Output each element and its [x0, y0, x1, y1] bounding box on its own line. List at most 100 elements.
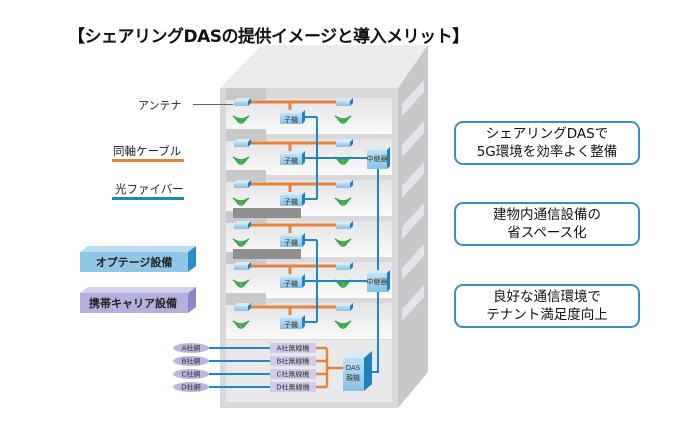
- antenna-wave: [336, 199, 350, 204]
- carrier-network-label: A社網: [182, 344, 201, 353]
- carrier-block-label: 携帯キャリア設備: [89, 297, 177, 310]
- side-window: [402, 162, 424, 198]
- shaft-block: [233, 249, 301, 259]
- carrier-network: [173, 369, 209, 379]
- legend-coax-line: [112, 159, 184, 162]
- slave-unit-label: 子機: [284, 279, 298, 288]
- antenna-wave: [232, 156, 250, 161]
- antenna-unit: [336, 180, 353, 188]
- shaft-block: [233, 208, 301, 218]
- merit-line: 良好な通信環境で: [493, 289, 601, 305]
- radio-unit-label: B社無線機: [277, 357, 310, 366]
- antenna-unit: [234, 221, 251, 229]
- radio-unit: [270, 369, 316, 379]
- page-title: 【シェアリングDASの提供イメージと導入メリット】: [68, 27, 469, 47]
- merit-line: テナント満足度向上: [486, 307, 608, 323]
- building-roof: [220, 45, 428, 88]
- carrier-network: [173, 382, 209, 392]
- slave-unit-label: 子機: [284, 156, 298, 165]
- repeater-label: 中継器: [367, 154, 388, 163]
- core-wall: [226, 88, 266, 100]
- antenna-icon: [232, 303, 251, 329]
- carrier-network: [173, 356, 209, 366]
- radio-unit: [270, 356, 316, 366]
- antenna-unit: [336, 221, 353, 229]
- antenna-unit: [234, 180, 251, 188]
- radio-unit: [270, 343, 316, 353]
- antenna-wave: [236, 324, 246, 329]
- merit-line: シェアリングDASで: [485, 126, 609, 142]
- antenna-wave: [334, 115, 352, 120]
- repeater-label: 中継器: [367, 277, 388, 286]
- merit-box: 建物内通信設備の 省スペース化: [454, 202, 640, 246]
- core-wall: [226, 170, 266, 182]
- antenna-icon: [334, 180, 353, 206]
- side-window: [402, 80, 424, 116]
- core-wall: [226, 129, 266, 141]
- merit-line: 建物内通信設備の: [493, 207, 601, 223]
- antenna-wave: [338, 201, 348, 206]
- antenna-wave: [338, 242, 348, 247]
- optage-block-label: オプテージ設備: [95, 256, 173, 269]
- slave-unit-label: 子機: [284, 238, 298, 247]
- slave-unit: [280, 233, 305, 247]
- das-master-label: 親機: [346, 373, 360, 382]
- antenna-wave: [232, 115, 250, 120]
- legend-coax-label: 同軸ケーブル: [113, 144, 182, 158]
- antenna-unit: [336, 303, 353, 311]
- legend-antenna-label: アンテナ: [138, 99, 182, 112]
- antenna-wave: [338, 119, 348, 124]
- building-side-windows: [402, 80, 424, 321]
- side-window: [402, 285, 424, 321]
- antenna-wave: [338, 160, 348, 165]
- antenna-wave: [336, 281, 350, 286]
- carrier-network-label: B社網: [182, 357, 201, 366]
- antenna-wave: [338, 283, 348, 288]
- carrier-block-shape: [80, 287, 196, 313]
- merit-box: シェアリングDASで 5G環境を効率よく整備: [454, 121, 640, 165]
- das-master-label: DAS: [346, 364, 361, 372]
- antenna-wave: [232, 197, 250, 202]
- slave-unit-label: 子機: [284, 115, 298, 124]
- repeater: [367, 270, 390, 292]
- side-window: [402, 244, 424, 280]
- antenna-wave: [334, 238, 352, 243]
- antenna-wave: [236, 283, 246, 288]
- antenna-unit: [336, 262, 353, 270]
- carrier-network-label: D社網: [181, 383, 200, 392]
- antenna-wave: [234, 240, 248, 245]
- antenna-wave: [232, 279, 250, 284]
- antenna-wave: [336, 240, 350, 245]
- antenna-wave: [236, 160, 246, 165]
- antenna-wave: [338, 324, 348, 329]
- antenna-unit: [234, 139, 251, 147]
- legend-fiber-line: [112, 197, 184, 200]
- side-window: [402, 121, 424, 157]
- carrier-network-label: C社網: [182, 370, 201, 379]
- slave-unit: [280, 274, 305, 288]
- antenna-icon: [232, 180, 251, 206]
- antenna-icon: [232, 221, 251, 247]
- antenna-wave: [236, 242, 246, 247]
- repeater: [367, 147, 390, 169]
- antenna-wave: [232, 238, 250, 243]
- antenna-wave: [336, 158, 350, 163]
- side-window: [402, 203, 424, 239]
- antenna-wave: [336, 117, 350, 122]
- antenna-wave: [334, 320, 352, 325]
- antenna-wave: [234, 117, 248, 122]
- radio-unit-label: D社無線機: [276, 383, 309, 392]
- antenna-unit: [234, 262, 251, 270]
- antenna-wave: [234, 281, 248, 286]
- merit-box: 良好な通信環境で テナント満足度向上: [454, 284, 640, 328]
- antenna-wave: [234, 158, 248, 163]
- core-wall: [226, 293, 266, 305]
- antenna-icon: [232, 139, 251, 165]
- slave-unit-label: 子機: [284, 320, 298, 329]
- radio-unit: [270, 382, 316, 392]
- antenna-wave: [236, 201, 246, 206]
- antenna-unit: [234, 98, 251, 106]
- das-master-unit: [343, 351, 372, 391]
- radio-unit-label: A社無線機: [277, 344, 310, 353]
- radio-unit-label: C社無線機: [277, 370, 310, 379]
